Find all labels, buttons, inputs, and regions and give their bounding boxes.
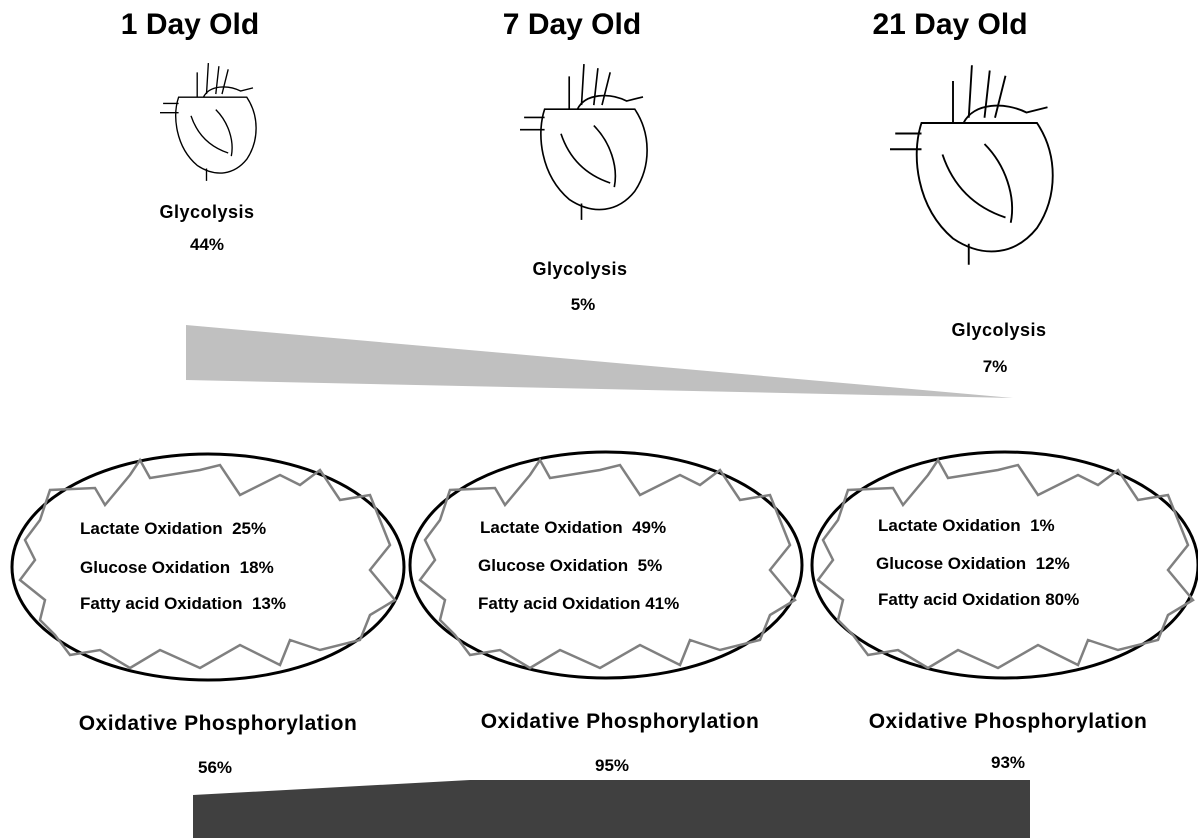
oxphos-value-21-day: 93% (908, 753, 1108, 773)
stage-title-21-day: 21 Day Old (790, 8, 1110, 42)
glycolysis-label-21-day: Glycolysis (899, 320, 1099, 341)
oxphos-label-1-day: Oxidative Phosphorylation (28, 712, 408, 736)
heart-icon-1-day (160, 63, 256, 181)
glycolysis-label-7-day: Glycolysis (480, 259, 680, 280)
oxphos-value-1-day: 56% (115, 758, 315, 778)
glucose-oxidation-21-day: Glucose Oxidation 12% (876, 554, 1070, 574)
oxphos-wedge (193, 780, 1030, 838)
stage-title-1-day: 1 Day Old (30, 8, 350, 42)
glycolysis-value-7-day: 5% (483, 295, 683, 315)
lactate-oxidation-21-day: Lactate Oxidation 1% (878, 516, 1055, 536)
glycolysis-value-1-day: 44% (107, 235, 307, 255)
glycolysis-label-1-day: Glycolysis (107, 202, 307, 223)
oxphos-value-7-day: 95% (512, 756, 712, 776)
fatty-acid-oxidation-21-day: Fatty acid Oxidation 80% (878, 590, 1079, 610)
oxphos-label-21-day: Oxidative Phosphorylation (818, 710, 1198, 734)
fatty-acid-oxidation-7-day: Fatty acid Oxidation 41% (478, 594, 679, 614)
oxphos-label-7-day: Oxidative Phosphorylation (430, 710, 810, 734)
fatty-acid-oxidation-1-day: Fatty acid Oxidation 13% (80, 594, 286, 614)
lactate-oxidation-1-day: Lactate Oxidation 25% (80, 519, 266, 539)
heart-icon-21-day (890, 65, 1053, 265)
lactate-oxidation-7-day: Lactate Oxidation 49% (480, 518, 666, 538)
glycolysis-value-21-day: 7% (895, 357, 1095, 377)
glucose-oxidation-1-day: Glucose Oxidation 18% (80, 558, 274, 578)
heart-icon-7-day (520, 64, 647, 220)
stage-title-7-day: 7 Day Old (412, 8, 732, 42)
glucose-oxidation-7-day: Glucose Oxidation 5% (478, 556, 662, 576)
glycolysis-wedge (186, 325, 1013, 398)
